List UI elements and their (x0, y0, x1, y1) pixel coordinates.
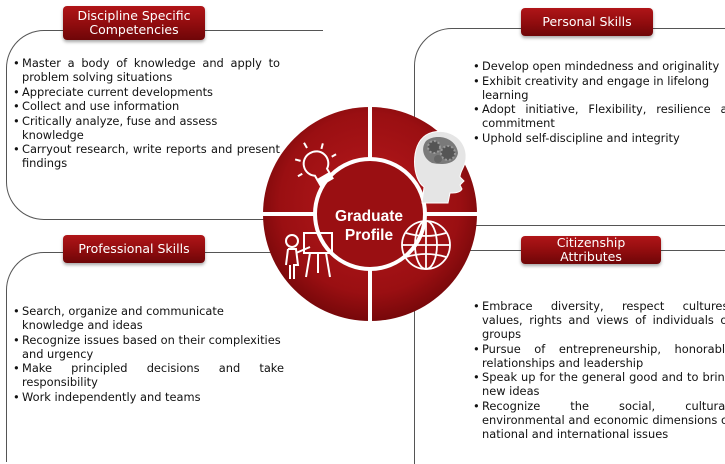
list-item: Collect and use information (13, 99, 280, 113)
list-item: Make principled decisions and take respo… (13, 361, 284, 389)
center-title-line1: Graduate (334, 208, 404, 225)
center-title-line2: Profile (344, 227, 394, 244)
list-item: Pursue of entrepreneurship, honorable re… (473, 342, 725, 370)
citizenship-attributes-list: Embrace diversity, respect cultures, val… (470, 299, 725, 441)
list-item: Speak up for the general good and to bri… (473, 370, 725, 398)
list-item: Critically analyze, fuse and assess know… (13, 114, 280, 142)
list-item: Master a body of knowledge and apply to … (13, 56, 280, 84)
list-item: Develop open mindedness and originality (473, 59, 725, 73)
personal-skills-list: Develop open mindedness and originality … (470, 59, 725, 145)
personal-skills-tab: Personal Skills (521, 8, 653, 36)
graduate-profile-title: Graduate Profile (315, 207, 423, 245)
wheel-hub (313, 157, 427, 271)
discipline-competencies-tab: Discipline Specific Competencies (63, 6, 205, 40)
list-item: Carryout research, write reports and pre… (13, 142, 280, 170)
list-item: Search, organize and communicate knowled… (13, 304, 284, 332)
discipline-competencies-list: Master a body of knowledge and apply to … (10, 56, 280, 171)
list-item: Work independently and teams (13, 390, 284, 404)
list-item: Embrace diversity, respect cultures, val… (473, 299, 725, 341)
list-item: Appreciate current developments (13, 85, 280, 99)
professional-skills-list: Search, organize and communicate knowled… (10, 304, 284, 404)
list-item: Recognize the social, cultural, environm… (473, 399, 725, 441)
list-item: Recognize issues based on their complexi… (13, 333, 284, 361)
list-item: Exhibit creativity and engage in lifelon… (473, 74, 725, 102)
citizenship-attributes-tab: Citizenship Attributes (521, 236, 661, 264)
professional-skills-tab: Professional Skills (63, 235, 205, 263)
globe-icon (401, 220, 451, 270)
lightbulb-icon (294, 142, 337, 187)
head-gears-icon (414, 130, 467, 204)
list-item: Adopt initiative, Flexibility, resilienc… (473, 102, 725, 130)
presenter-icon (285, 232, 333, 279)
graduate-profile-wheel (263, 107, 477, 321)
list-item: Uphold self-discipline and integrity (473, 131, 725, 145)
